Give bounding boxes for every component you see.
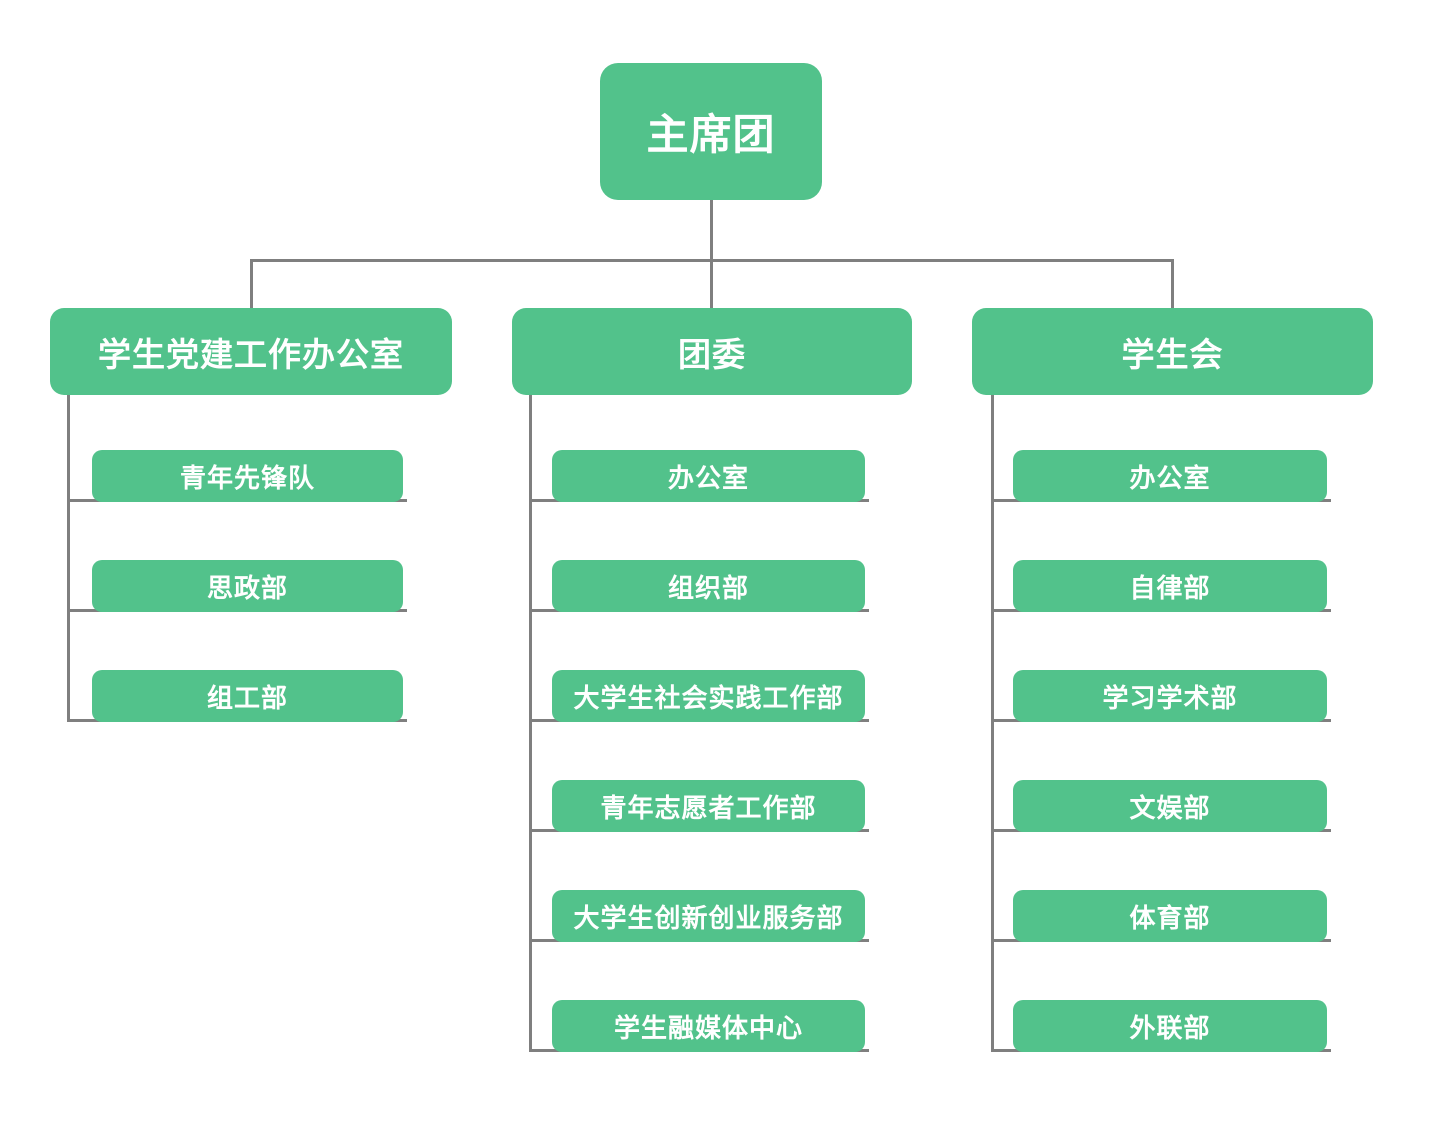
connector-trunk-left-column (67, 395, 70, 722)
node-sports-dept: 体育部 (1013, 890, 1327, 942)
node-self-discipline-dept: 自律部 (1013, 560, 1327, 612)
node-organization-dept: 组织部 (552, 560, 865, 612)
node-student-media-center: 学生融媒体中心 (552, 1000, 865, 1052)
node-external-relations-dept: 外联部 (1013, 1000, 1327, 1052)
node-ideological-political-dept: 思政部 (92, 560, 403, 612)
node-league-office: 办公室 (552, 450, 865, 502)
node-youth-pioneer-team: 青年先锋队 (92, 450, 403, 502)
node-culture-entertainment-dept: 文娱部 (1013, 780, 1327, 832)
node-innovation-entrepreneurship-dept: 大学生创新创业服务部 (552, 890, 865, 942)
node-social-practice-dept: 大学生社会实践工作部 (552, 670, 865, 722)
connector-drop-center-branch (710, 259, 713, 308)
node-student-union: 学生会 (972, 308, 1373, 395)
node-party-building-office: 学生党建工作办公室 (50, 308, 452, 395)
connector-trunk-center-column (529, 395, 532, 1052)
connector-drop-left-branch (250, 259, 253, 308)
node-org-work-dept: 组工部 (92, 670, 403, 722)
node-youth-league-committee: 团委 (512, 308, 912, 395)
connector-root-drop (710, 200, 713, 262)
node-youth-volunteer-dept: 青年志愿者工作部 (552, 780, 865, 832)
node-study-academic-dept: 学习学术部 (1013, 670, 1327, 722)
connector-drop-right-branch (1171, 259, 1174, 308)
node-union-office: 办公室 (1013, 450, 1327, 502)
node-presidium: 主席团 (600, 63, 822, 200)
connector-trunk-right-column (991, 395, 994, 1052)
